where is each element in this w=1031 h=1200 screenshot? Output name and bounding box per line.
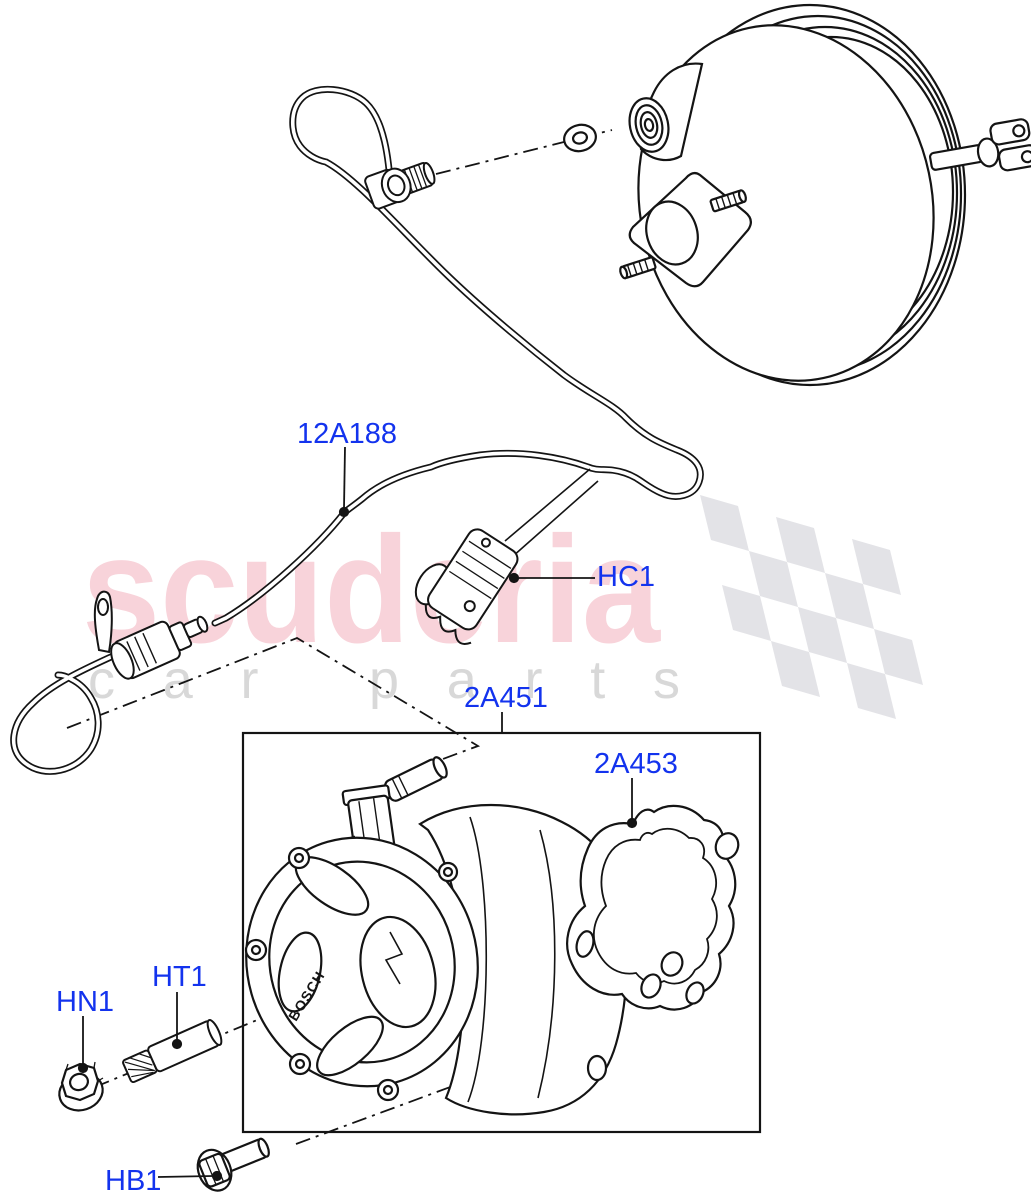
tube-loop-inner bbox=[11, 654, 115, 774]
booster-pushrod-clevis bbox=[928, 118, 1031, 172]
vacuum-pump: BOSCH bbox=[244, 756, 629, 1116]
pump-bolt-bosses bbox=[244, 846, 459, 1102]
assembly-detail-box bbox=[241, 731, 762, 1134]
gasket-hole bbox=[575, 930, 595, 958]
booster-stud bbox=[619, 256, 657, 280]
pump-gasket bbox=[566, 804, 740, 1011]
hose-clip bbox=[414, 468, 599, 645]
tube-check-valve bbox=[93, 590, 209, 680]
bracket-hole bbox=[97, 598, 109, 616]
booster-stud bbox=[709, 189, 747, 213]
flange-nut bbox=[58, 1061, 104, 1112]
pump-flange-hole bbox=[586, 1054, 608, 1082]
pump-housing bbox=[418, 804, 629, 1116]
pump-front-cover: BOSCH bbox=[244, 836, 479, 1102]
part-label-clip: HC1 bbox=[597, 561, 656, 593]
gasket-hole bbox=[685, 981, 705, 1005]
part-label-stud: HT1 bbox=[152, 961, 207, 993]
booster-vacuum-port bbox=[628, 62, 704, 162]
flange-bolt bbox=[196, 1137, 270, 1192]
part-label-tube: 12A188 bbox=[297, 418, 397, 450]
checkered-flag-watermark bbox=[700, 495, 923, 719]
part-label-pump-assembly: 2A451 bbox=[464, 682, 548, 714]
gasket-hole bbox=[660, 951, 684, 977]
gasket-hole bbox=[714, 832, 740, 860]
part-label-bolt: HB1 bbox=[105, 1165, 162, 1197]
tube-banjo-fitting bbox=[364, 161, 436, 210]
tube-inner bbox=[213, 87, 703, 625]
booster-mounting-plate bbox=[619, 171, 752, 288]
part-label-nut: HN1 bbox=[56, 986, 115, 1018]
clip-pointer-lines bbox=[504, 468, 599, 558]
vacuum-tube bbox=[10, 85, 704, 775]
brake-booster bbox=[619, 3, 1031, 387]
gasket-hole bbox=[640, 973, 662, 999]
port-grommet bbox=[563, 123, 597, 153]
part-label-gasket: 2A453 bbox=[594, 748, 678, 780]
centerline-tube-to-pump bbox=[66, 637, 481, 764]
label-leaders bbox=[77, 446, 638, 1182]
mounting-stud bbox=[122, 1019, 223, 1084]
